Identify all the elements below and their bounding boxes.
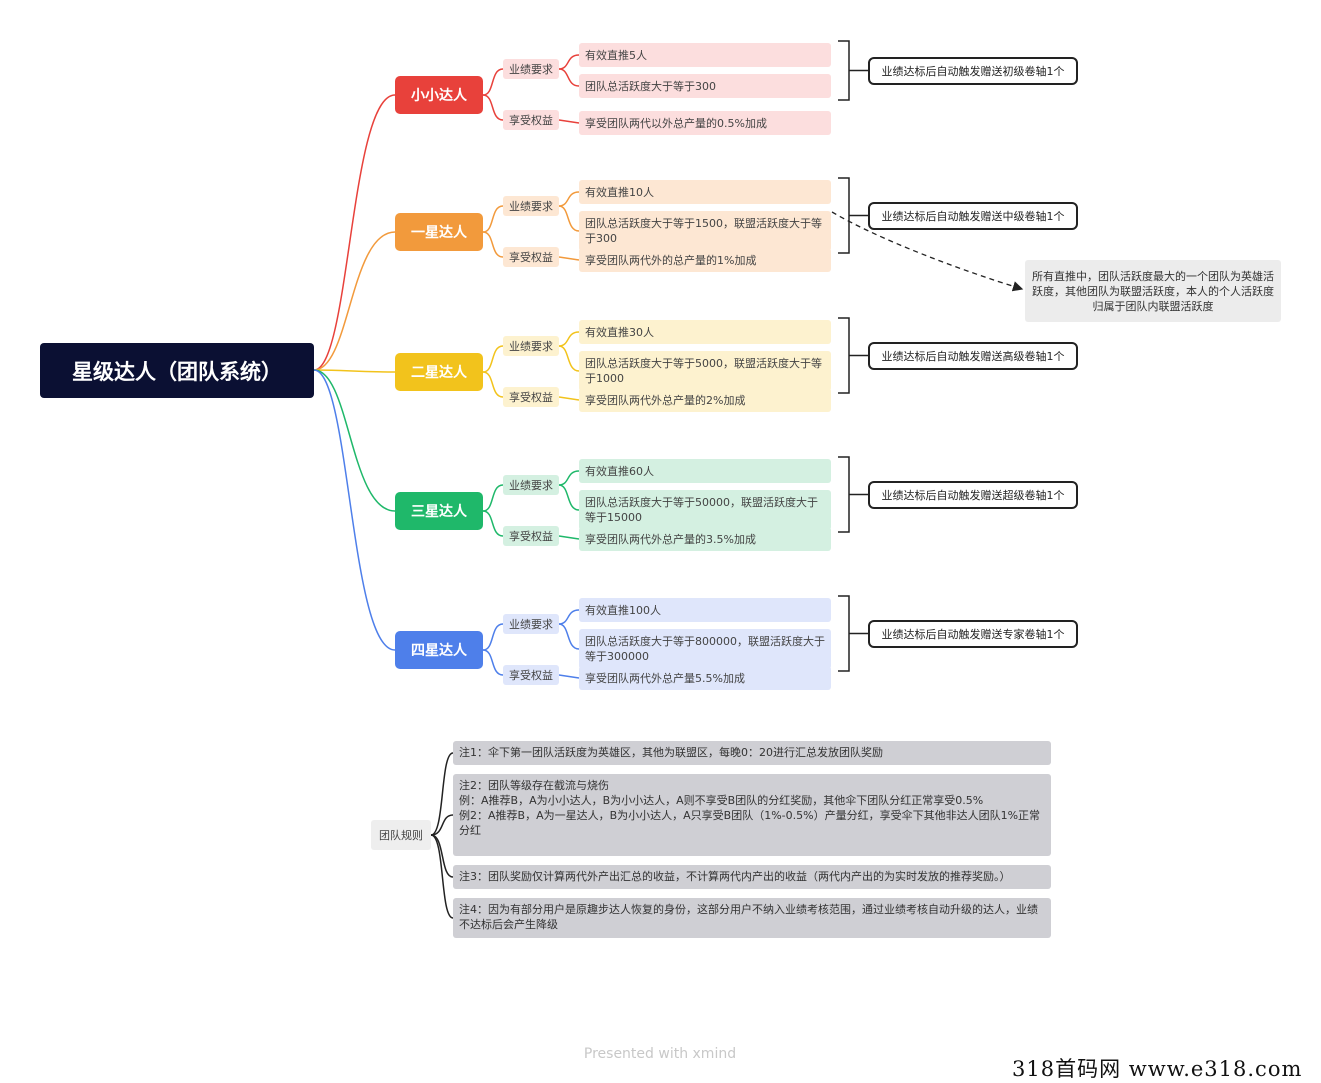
root-connector-2	[313, 369, 396, 373]
reward-box-2[interactable]: 业绩达标后自动触发赠送高级卷轴1个	[868, 341, 1078, 370]
site-watermark: 318首码网 www.e318.com	[1012, 1057, 1303, 1081]
callout-dashed-arrow	[831, 211, 1024, 292]
leaf-connector-a-1	[558, 191, 580, 207]
benefit-item-2[interactable]: 享受团队两代外总产量的2%加成	[579, 388, 831, 412]
leaf-connector-a-3	[558, 470, 580, 486]
benefit-connector-2	[482, 371, 504, 398]
root-connector-4	[313, 369, 396, 651]
benefit-connector-0	[482, 94, 504, 121]
benefit-label-0[interactable]: 享受权益	[503, 110, 559, 130]
leaf-connector-b-0	[558, 68, 580, 87]
bracket-3	[838, 456, 850, 533]
level-node-3[interactable]: 三星达人	[395, 492, 483, 530]
note-4[interactable]: 注4：因为有部分用户是原趣步达人恢复的身份，这部分用户不纳入业绩考核范围，通过业…	[453, 898, 1051, 938]
req-item-1-4[interactable]: 有效直推100人	[579, 598, 831, 622]
req-connector-4	[482, 623, 504, 651]
level-node-2[interactable]: 二星达人	[395, 353, 483, 391]
benefit-label-2[interactable]: 享受权益	[503, 387, 559, 407]
leaf-connector-a-4	[558, 609, 580, 625]
leaf-connector-a-2	[558, 331, 580, 347]
req-item-1-2[interactable]: 有效直推30人	[579, 320, 831, 344]
root-connector-3	[313, 369, 396, 512]
root-connector-1	[313, 231, 396, 371]
req-label-3[interactable]: 业绩要求	[503, 475, 559, 495]
rule-connector-3	[430, 834, 454, 919]
benefit-label-1[interactable]: 享受权益	[503, 247, 559, 267]
leaf-connector-c-0	[558, 119, 580, 124]
req-item-2-0[interactable]: 团队总活跃度大于等于300	[579, 74, 831, 98]
benefit-item-4[interactable]: 享受团队两代外总产量5.5%加成	[579, 666, 831, 690]
benefit-connector-1	[482, 231, 504, 258]
leaf-connector-c-1	[558, 256, 580, 261]
leaf-connector-b-2	[558, 345, 580, 372]
rule-connector-1	[430, 814, 454, 836]
leaf-connector-c-3	[558, 535, 580, 540]
xmind-watermark: Presented with xmind	[583, 1046, 737, 1062]
req-item-1-3[interactable]: 有效直推60人	[579, 459, 831, 483]
level-node-4[interactable]: 四星达人	[395, 631, 483, 669]
benefit-item-1[interactable]: 享受团队两代外的总产量的1%加成	[579, 248, 831, 272]
req-item-1-0[interactable]: 有效直推5人	[579, 43, 831, 67]
reward-box-1[interactable]: 业绩达标后自动触发赠送中级卷轴1个	[868, 201, 1078, 230]
leaf-connector-c-4	[558, 674, 580, 679]
bracket-1	[838, 177, 850, 254]
req-item-2-3[interactable]: 团队总活跃度大于等于50000，联盟活跃度大于等于15000	[579, 490, 831, 530]
level-node-0[interactable]: 小小达人	[395, 76, 483, 114]
callout-note: 所有直推中，团队活跃度最大的一个团队为英雄活跃度，其他团队为联盟活跃度，本人的个…	[1025, 260, 1281, 322]
req-label-1[interactable]: 业绩要求	[503, 196, 559, 216]
reward-box-3[interactable]: 业绩达标后自动触发赠送超级卷轴1个	[868, 480, 1078, 509]
leaf-connector-b-1	[558, 205, 580, 232]
leaf-connector-b-4	[558, 623, 580, 650]
req-connector-1	[482, 205, 504, 233]
req-item-1-1[interactable]: 有效直推10人	[579, 180, 831, 204]
req-connector-0	[482, 68, 504, 96]
benefit-label-4[interactable]: 享受权益	[503, 665, 559, 685]
leaf-connector-c-2	[558, 396, 580, 401]
bracket-2	[838, 317, 850, 394]
root-connector-0	[313, 94, 396, 371]
leaf-connector-b-3	[558, 484, 580, 511]
benefit-connector-4	[482, 649, 504, 676]
benefit-item-0[interactable]: 享受团队两代以外总产量的0.5%加成	[579, 111, 831, 135]
bracket-0	[838, 40, 850, 101]
req-label-4[interactable]: 业绩要求	[503, 614, 559, 634]
reward-box-4[interactable]: 业绩达标后自动触发赠送专家卷轴1个	[868, 619, 1078, 648]
rule-connector-0	[430, 752, 454, 836]
rules-label[interactable]: 团队规则	[371, 820, 431, 850]
benefit-connector-3	[482, 510, 504, 537]
note-1[interactable]: 注1：伞下第一团队活跃度为英雄区，其他为联盟区，每晚0：20进行汇总发放团队奖励	[453, 741, 1051, 765]
leaf-connector-a-0	[558, 54, 580, 70]
bracket-4	[838, 595, 850, 672]
req-label-2[interactable]: 业绩要求	[503, 336, 559, 356]
root-node[interactable]: 星级达人（团队系统）	[40, 343, 314, 398]
reward-box-0[interactable]: 业绩达标后自动触发赠送初级卷轴1个	[868, 56, 1078, 85]
benefit-item-3[interactable]: 享受团队两代外总产量的3.5%加成	[579, 527, 831, 551]
benefit-label-3[interactable]: 享受权益	[503, 526, 559, 546]
note-2[interactable]: 注2：团队等级存在截流与烧伤 例：A推荐B，A为小小达人，B为小小达人，A则不享…	[453, 774, 1051, 856]
level-node-1[interactable]: 一星达人	[395, 213, 483, 251]
req-label-0[interactable]: 业绩要求	[503, 59, 559, 79]
req-item-2-2[interactable]: 团队总活跃度大于等于5000，联盟活跃度大于等于1000	[579, 351, 831, 391]
note-3[interactable]: 注3：团队奖励仅计算两代外产出汇总的收益，不计算两代内产出的收益（两代内产出的为…	[453, 865, 1051, 889]
req-item-2-1[interactable]: 团队总活跃度大于等于1500，联盟活跃度大于等于300	[579, 211, 831, 251]
req-connector-2	[482, 345, 504, 373]
req-item-2-4[interactable]: 团队总活跃度大于等于800000，联盟活跃度大于等于300000	[579, 629, 831, 669]
req-connector-3	[482, 484, 504, 512]
